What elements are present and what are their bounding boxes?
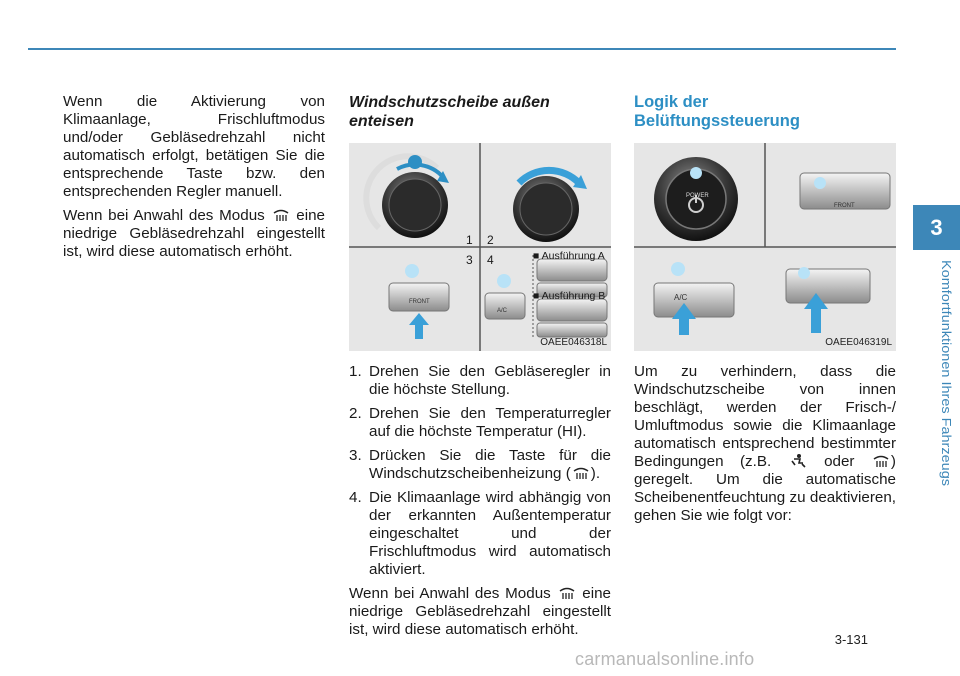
chapter-tab: 3 <box>913 205 960 250</box>
list-item: 3.Drücken Sie die Taste für die Windschu… <box>349 447 611 482</box>
figure-label-1: 1 <box>466 233 473 247</box>
defrost-icon <box>573 467 589 479</box>
chapter-title-vertical: Komfortfunktionen Ihres Fahrzeugs <box>939 260 954 487</box>
figure-code: OAEE046319L <box>825 337 892 348</box>
figure-label-2: 2 <box>487 233 494 247</box>
figure-label-4: 4 <box>487 253 494 267</box>
figure-defrost-controls: 1 2 3 4 ■ Ausführung A ■ Ausführung B FR… <box>349 143 611 351</box>
page-number: 3-131 <box>834 632 868 647</box>
paragraph-text: Wenn bei Anwahl des Modus <box>63 207 265 224</box>
variant-a-label: ■ Ausführung A <box>533 250 605 262</box>
paragraph: Wenn bei Anwahl des Modus eine niedrige … <box>349 585 611 638</box>
front-button-label: FRONT <box>834 203 855 209</box>
defrost-mode-icon <box>559 587 574 599</box>
front-button-label: FRONT <box>409 299 430 305</box>
variant-b-label: ■ Ausführung B <box>533 290 606 302</box>
watermark: carmanualsonline.info <box>575 649 755 669</box>
ac-button-label: A/C <box>497 308 508 314</box>
column-left: Wenn die Aktivierung von Klimaanlage, Fr… <box>63 93 325 267</box>
ac-button-label: A/C <box>674 293 688 302</box>
steps-list: 1.Drehen Sie den Gebläseregler in die hö… <box>349 363 611 579</box>
list-item: 1.Drehen Sie den Gebläseregler in die hö… <box>349 363 611 398</box>
list-item: 4.Die Klimaanlage wird abhängig von der … <box>349 489 611 578</box>
figure-ventilation-controls: POWER FRONT A/C OAEE046319L <box>634 143 896 351</box>
figure-illustration <box>349 143 611 351</box>
ventilation-mode-icon <box>790 454 806 468</box>
svg-text:Komfortfunktionen Ihres Fahrze: Komfortfunktionen Ihres Fahrzeugs <box>939 260 954 487</box>
paragraph: Wenn die Aktivierung von Klimaanlage, Fr… <box>63 93 325 200</box>
paragraph-text: eine niedrige Gebläsedrehzahl eingestell… <box>63 207 325 260</box>
paragraph: Wenn bei Anwahl des Modus eine niedrige … <box>63 207 325 261</box>
paragraph: Um zu verhindern, dass die Windschutzsch… <box>634 363 896 524</box>
defrost-mode-icon <box>273 209 288 221</box>
header-rule <box>28 48 896 50</box>
power-button-label: POWER <box>686 193 709 199</box>
defrost-mode-icon <box>873 455 889 467</box>
figure-illustration <box>634 143 896 351</box>
figure-code: OAEE046318L <box>540 337 607 348</box>
list-item: 2.Drehen Sie den Temperaturregler auf di… <box>349 405 611 440</box>
figure-label-3: 3 <box>466 253 473 267</box>
